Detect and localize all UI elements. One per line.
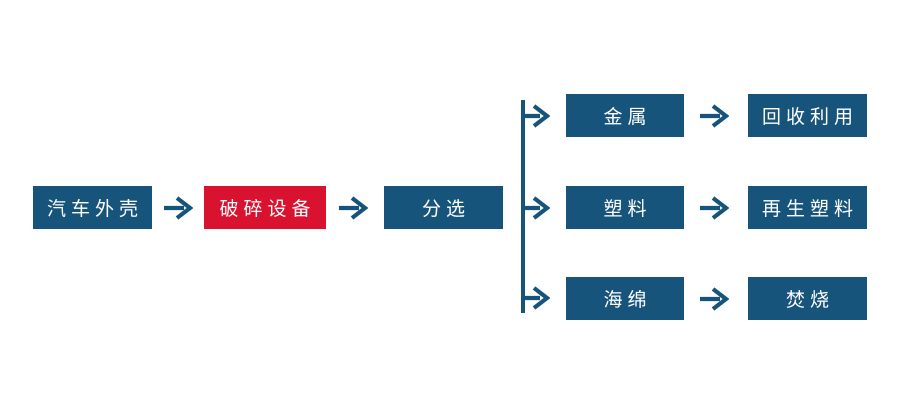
arrow-right-icon (700, 287, 729, 311)
node-incineration: 焚烧 (748, 277, 867, 320)
arrow-right-icon (700, 104, 729, 128)
node-sponge: 海绵 (566, 277, 684, 320)
arrow-right-icon (700, 196, 729, 220)
branch-arrow-icon (523, 196, 550, 220)
branch-arrow-icon (523, 286, 550, 310)
node-plastic: 塑料 (566, 186, 684, 229)
arrow-right-icon (339, 196, 368, 220)
node-metal: 金属 (566, 94, 684, 137)
node-car-shell: 汽车外壳 (33, 186, 152, 229)
branch-arrow-icon (523, 104, 550, 128)
node-sorting: 分选 (384, 186, 503, 229)
arrow-right-icon (164, 196, 193, 220)
node-crusher: 破碎设备 (204, 186, 326, 229)
node-recycle-use: 回收利用 (748, 94, 867, 137)
node-recycled-plastic: 再生塑料 (748, 186, 867, 229)
